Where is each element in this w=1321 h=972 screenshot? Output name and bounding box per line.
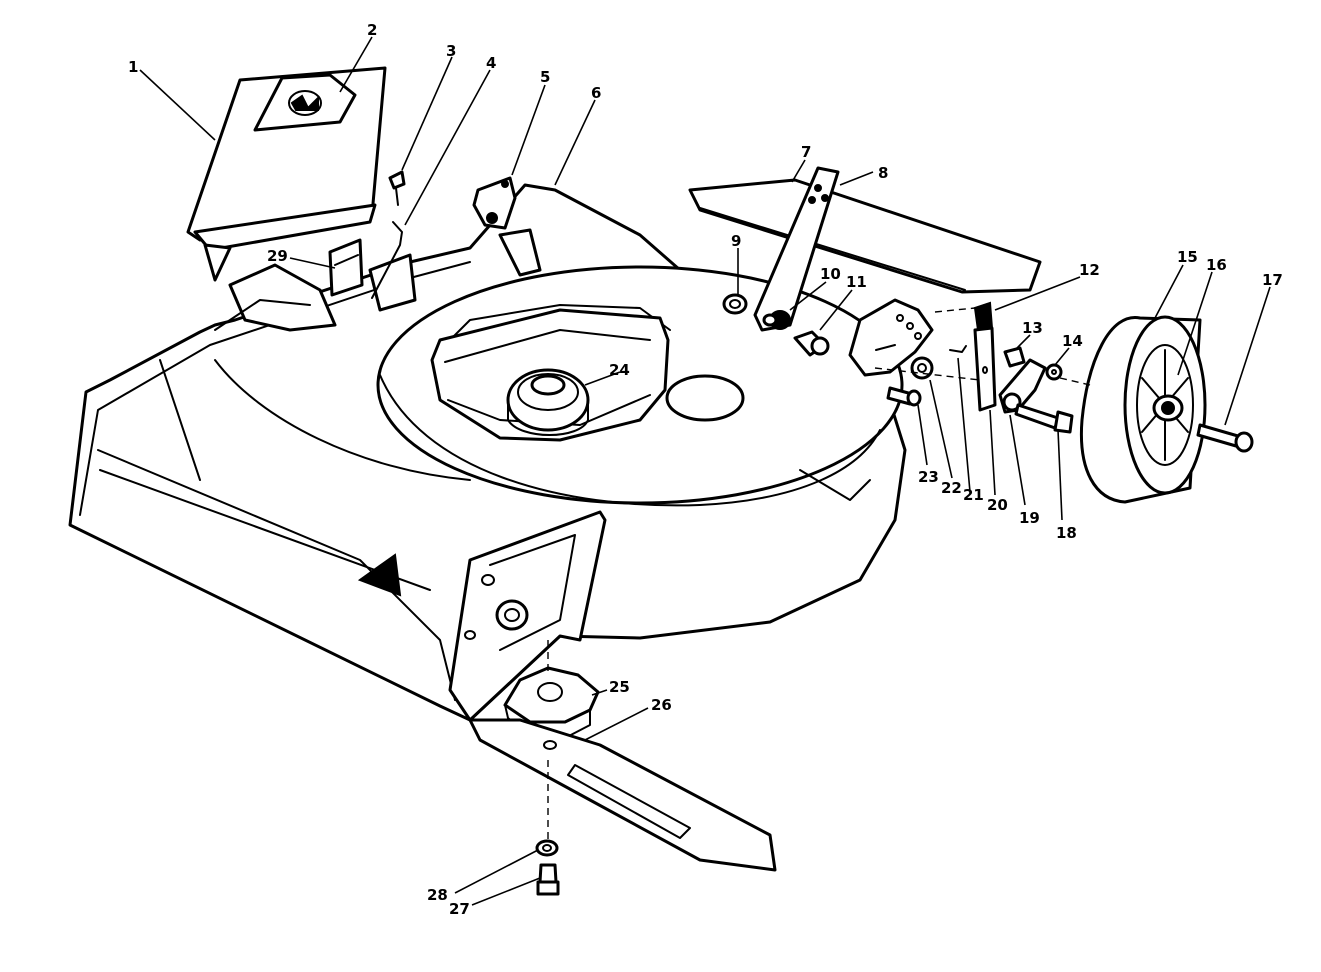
bolt-part-11	[793, 330, 830, 357]
callout-12: 12	[1079, 261, 1100, 279]
callout-13: 13	[1022, 319, 1043, 337]
callout-28: 28	[427, 886, 448, 904]
spring-part-10	[762, 310, 791, 330]
callout-14: 14	[1062, 332, 1083, 350]
assembly-lines	[547, 307, 1091, 840]
callout-19: 19	[1019, 509, 1040, 527]
callout-3: 3	[446, 42, 456, 60]
callout-26: 26	[651, 696, 672, 714]
callout-7: 7	[801, 143, 811, 161]
deflector-flap-part-1	[186, 66, 387, 282]
bolt-part-23	[886, 386, 922, 407]
bracket-part-5	[472, 176, 517, 230]
callout-17: 17	[1262, 271, 1283, 289]
callout-20: 20	[987, 496, 1008, 514]
blade-part-26	[468, 718, 777, 872]
bolt-part-18	[1014, 403, 1074, 434]
wheel-part-15	[1079, 315, 1207, 504]
pin-part-21	[949, 345, 967, 353]
callout-29: 29	[267, 247, 288, 265]
washer-part-22	[910, 356, 934, 380]
callout-11: 11	[846, 273, 867, 291]
callout-24: 24	[609, 361, 630, 379]
callout-10: 10	[820, 265, 841, 283]
rear-shield-part-7	[688, 178, 1042, 294]
bolt-part-27	[536, 863, 560, 896]
callout-4: 4	[486, 54, 496, 72]
callout-16: 16	[1206, 256, 1227, 274]
nut-part-13	[1003, 346, 1026, 368]
wheel-bracket-part-19	[998, 358, 1047, 414]
blade-adapter-part-25	[503, 666, 600, 739]
callout-labels: 1 2 3 4 5 6 7 8 9 10 11 12 13 14 15 16 1…	[128, 21, 1283, 918]
callout-25: 25	[609, 678, 630, 696]
callout-15: 15	[1177, 248, 1198, 266]
hub-part-16	[1141, 349, 1189, 461]
bushing-part-9	[722, 293, 748, 315]
callout-9: 9	[731, 232, 741, 250]
callout-5: 5	[540, 68, 550, 86]
leader-lines	[139, 36, 1271, 906]
height-adjuster-bracket	[848, 298, 934, 377]
adjuster-part-12	[973, 301, 994, 332]
plate-part-29	[328, 238, 364, 297]
washer-part-14	[1045, 363, 1063, 381]
callout-21: 21	[963, 486, 984, 504]
lever-plate-part-20	[973, 326, 997, 412]
callout-8: 8	[878, 164, 888, 182]
callout-23: 23	[918, 468, 939, 486]
callout-18: 18	[1056, 524, 1077, 542]
callout-1: 1	[128, 58, 138, 76]
callout-22: 22	[941, 479, 962, 497]
washer-part-28	[535, 839, 559, 857]
screw-part-3	[388, 170, 406, 206]
bolt-part-17	[1196, 423, 1254, 453]
spring-rod-part-4	[371, 221, 403, 299]
pulley-part-24	[506, 368, 590, 436]
callout-2: 2	[367, 21, 377, 39]
callout-6: 6	[591, 84, 601, 102]
callout-27: 27	[449, 900, 470, 918]
